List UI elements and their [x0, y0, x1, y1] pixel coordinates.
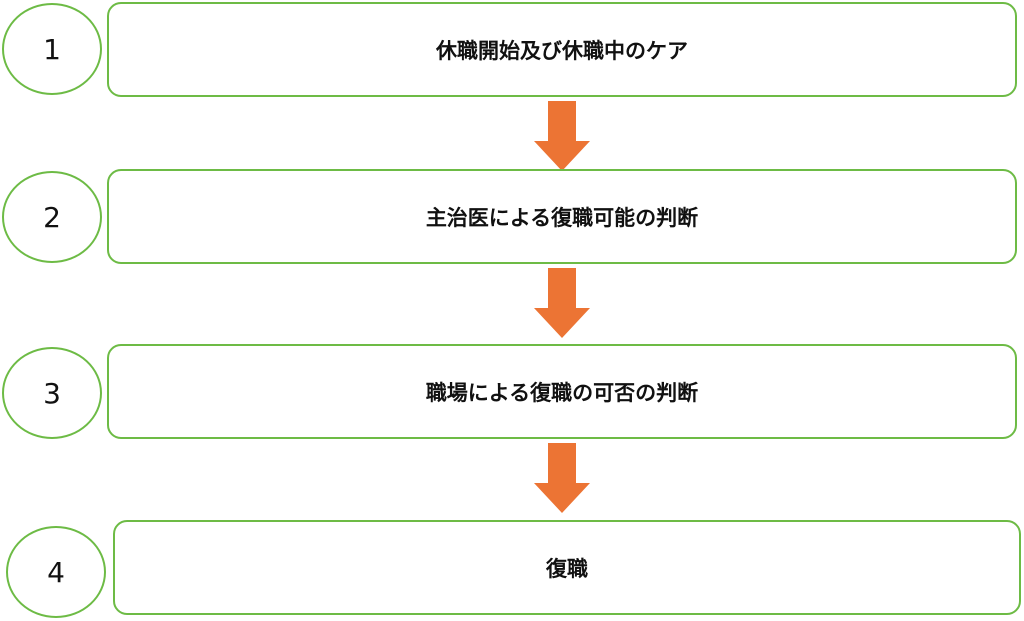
step-box-1: 休職開始及び休職中のケア	[107, 2, 1017, 97]
step-number-circle-3: 3	[2, 347, 102, 439]
down-arrow-icon	[532, 268, 592, 338]
step-box-3: 職場による復職の可否の判断	[107, 344, 1017, 439]
step-label-4: 復職	[546, 556, 588, 581]
step-box-4: 復職	[113, 520, 1021, 615]
step-label-3: 職場による復職の可否の判断	[425, 380, 699, 405]
step-number-circle-1: 1	[2, 3, 102, 95]
down-arrow-icon	[532, 101, 592, 171]
step-label-2: 主治医による復職可能の判断	[425, 205, 699, 230]
step-box-2: 主治医による復職可能の判断	[107, 169, 1017, 264]
step-number-circle-4: 4	[6, 526, 106, 618]
down-arrow-icon	[532, 443, 592, 513]
step-number-circle-2: 2	[2, 171, 102, 263]
step-label-1: 休職開始及び休職中のケア	[436, 38, 688, 63]
